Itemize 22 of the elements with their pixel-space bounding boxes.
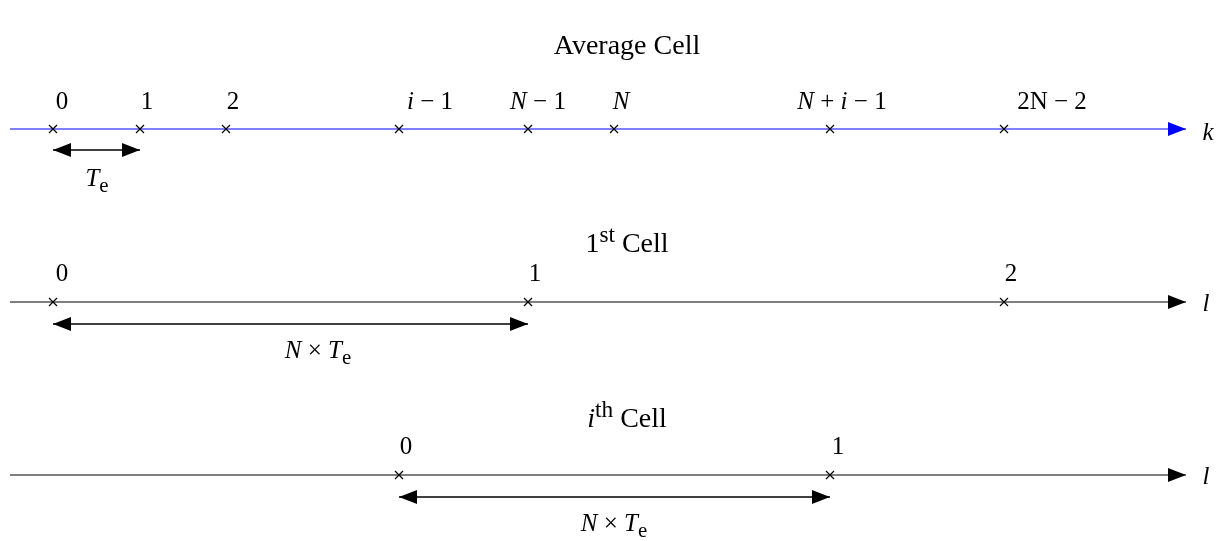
axis-label: l — [1202, 289, 1210, 315]
tick-label: 2 — [1004, 259, 1018, 285]
dimension-label: N × T$_{e}$ — [284, 336, 352, 368]
tick-label: 2 — [226, 87, 240, 113]
axis-title: i$^{th}$ Cell — [587, 397, 667, 433]
tick-label: 0 — [55, 87, 69, 113]
tick-label: N + i − 1 — [797, 87, 887, 113]
tick-label: i − 1 — [406, 87, 454, 113]
axis-label: k — [1202, 118, 1214, 144]
tick-label: N − 1 — [510, 87, 566, 113]
tick-label: 2N − 2 — [1017, 87, 1087, 113]
dimension-label: T$_{e}$ — [85, 164, 109, 196]
tick-label: N — [612, 87, 630, 113]
axis-label: l — [1202, 462, 1210, 488]
tick-label: 1 — [140, 87, 154, 113]
tick-label: 0 — [399, 432, 413, 458]
axis-title: 1$^{st}$ Cell — [585, 222, 669, 258]
tick-label: 0 — [55, 259, 69, 285]
dimension-label: N × T$_{e}$ — [580, 509, 648, 541]
tick-label: 1 — [831, 432, 845, 458]
tick-label: 1 — [528, 259, 542, 285]
axis-title: Average Cell — [553, 31, 701, 59]
